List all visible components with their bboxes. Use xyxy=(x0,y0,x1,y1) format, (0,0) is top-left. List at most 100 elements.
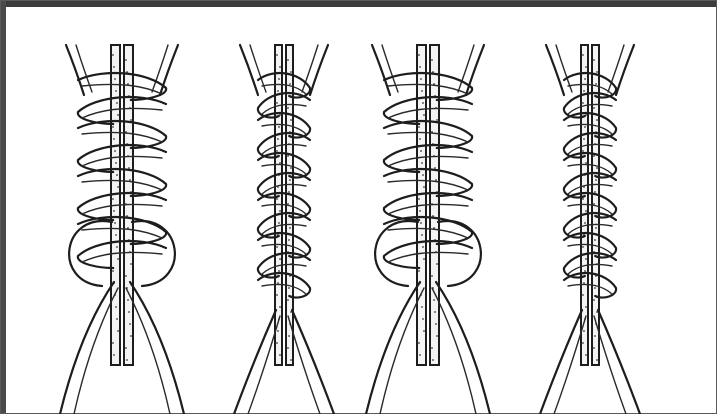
core-texture xyxy=(584,270,586,272)
core-texture xyxy=(129,179,131,181)
core-texture xyxy=(418,342,420,344)
knot-loop xyxy=(384,121,472,148)
tail-strand xyxy=(436,282,490,414)
knot-loop-edge xyxy=(388,132,468,142)
panel-1 xyxy=(60,45,184,414)
core-texture xyxy=(125,347,127,349)
top-strand xyxy=(250,45,266,92)
core-texture xyxy=(423,114,425,116)
core-texture xyxy=(116,174,118,176)
knot-loop-edge xyxy=(262,284,306,294)
knot-loop-edge xyxy=(82,180,162,190)
core-texture xyxy=(278,222,280,224)
knot-loop-edge xyxy=(82,108,162,118)
core-texture xyxy=(290,119,292,121)
tail-strand xyxy=(366,282,420,414)
core-texture xyxy=(583,282,585,284)
knot-loop-edge xyxy=(82,132,162,142)
core-texture xyxy=(421,234,423,236)
core-texture xyxy=(289,227,291,229)
top-strand xyxy=(546,45,564,95)
core-texture xyxy=(117,258,119,260)
lower-loop xyxy=(375,221,418,286)
core-texture xyxy=(584,78,586,80)
core-texture xyxy=(596,359,598,361)
tail-strand xyxy=(60,282,114,414)
core-texture xyxy=(277,330,279,332)
core-texture xyxy=(436,119,438,121)
core-texture xyxy=(289,83,291,85)
core-texture xyxy=(422,246,424,248)
tail-strand xyxy=(292,310,334,414)
core-texture xyxy=(125,275,127,277)
core-texture xyxy=(421,90,423,92)
core-texture xyxy=(423,330,425,332)
core-texture xyxy=(130,119,132,121)
panel-2 xyxy=(234,45,334,414)
core-texture xyxy=(582,246,584,248)
core-texture xyxy=(594,287,596,289)
top-strand xyxy=(608,45,624,92)
top-strand xyxy=(152,45,168,92)
core-texture xyxy=(128,311,130,313)
core-texture xyxy=(418,270,420,272)
knot-loop-edge xyxy=(388,156,468,166)
core-texture xyxy=(116,318,118,320)
panel-4 xyxy=(540,45,640,414)
top-strand xyxy=(310,45,328,95)
core-texture xyxy=(279,306,281,308)
core-texture xyxy=(418,54,420,56)
core-texture xyxy=(596,71,598,73)
core-texture xyxy=(290,359,292,361)
core-texture xyxy=(278,78,280,80)
core-texture xyxy=(421,306,423,308)
core-texture xyxy=(583,90,585,92)
core-texture xyxy=(434,311,436,313)
core-texture xyxy=(423,258,425,260)
core-texture xyxy=(431,347,433,349)
core-texture xyxy=(276,342,278,344)
core-texture xyxy=(112,126,114,128)
core-texture xyxy=(585,162,587,164)
knot-loop-edge xyxy=(82,84,162,94)
core-texture xyxy=(112,270,114,272)
top-strand xyxy=(616,45,634,95)
knot-loop xyxy=(78,121,166,148)
core-texture xyxy=(278,270,280,272)
tail-strand xyxy=(130,282,184,414)
core-texture xyxy=(113,354,115,356)
core-texture xyxy=(278,126,280,128)
top-strand xyxy=(66,45,84,95)
core-texture xyxy=(279,66,281,68)
core-texture xyxy=(583,138,585,140)
knot-loop xyxy=(78,169,166,196)
knot-loop-edge xyxy=(82,204,162,214)
core-texture xyxy=(290,167,292,169)
core-texture xyxy=(277,138,279,140)
core-texture xyxy=(117,186,119,188)
core-texture xyxy=(276,246,278,248)
core-texture xyxy=(115,234,117,236)
core-texture xyxy=(594,191,596,193)
core-texture xyxy=(422,318,424,320)
core-texture xyxy=(436,263,438,265)
knot-loop xyxy=(384,145,472,172)
knot-loop xyxy=(78,97,166,124)
core-texture xyxy=(584,222,586,224)
core-texture xyxy=(582,102,584,104)
core-texture xyxy=(419,66,421,68)
core-texture xyxy=(583,330,585,332)
core-texture xyxy=(594,335,596,337)
core-texture xyxy=(585,354,587,356)
core-texture xyxy=(276,294,278,296)
core-texture xyxy=(435,323,437,325)
core-texture xyxy=(593,107,595,109)
core-texture xyxy=(279,354,281,356)
core-texture xyxy=(276,150,278,152)
core-texture xyxy=(582,150,584,152)
core-texture xyxy=(419,138,421,140)
core-texture xyxy=(130,335,132,337)
core-texture xyxy=(277,282,279,284)
core-texture xyxy=(422,174,424,176)
core-texture xyxy=(115,162,117,164)
